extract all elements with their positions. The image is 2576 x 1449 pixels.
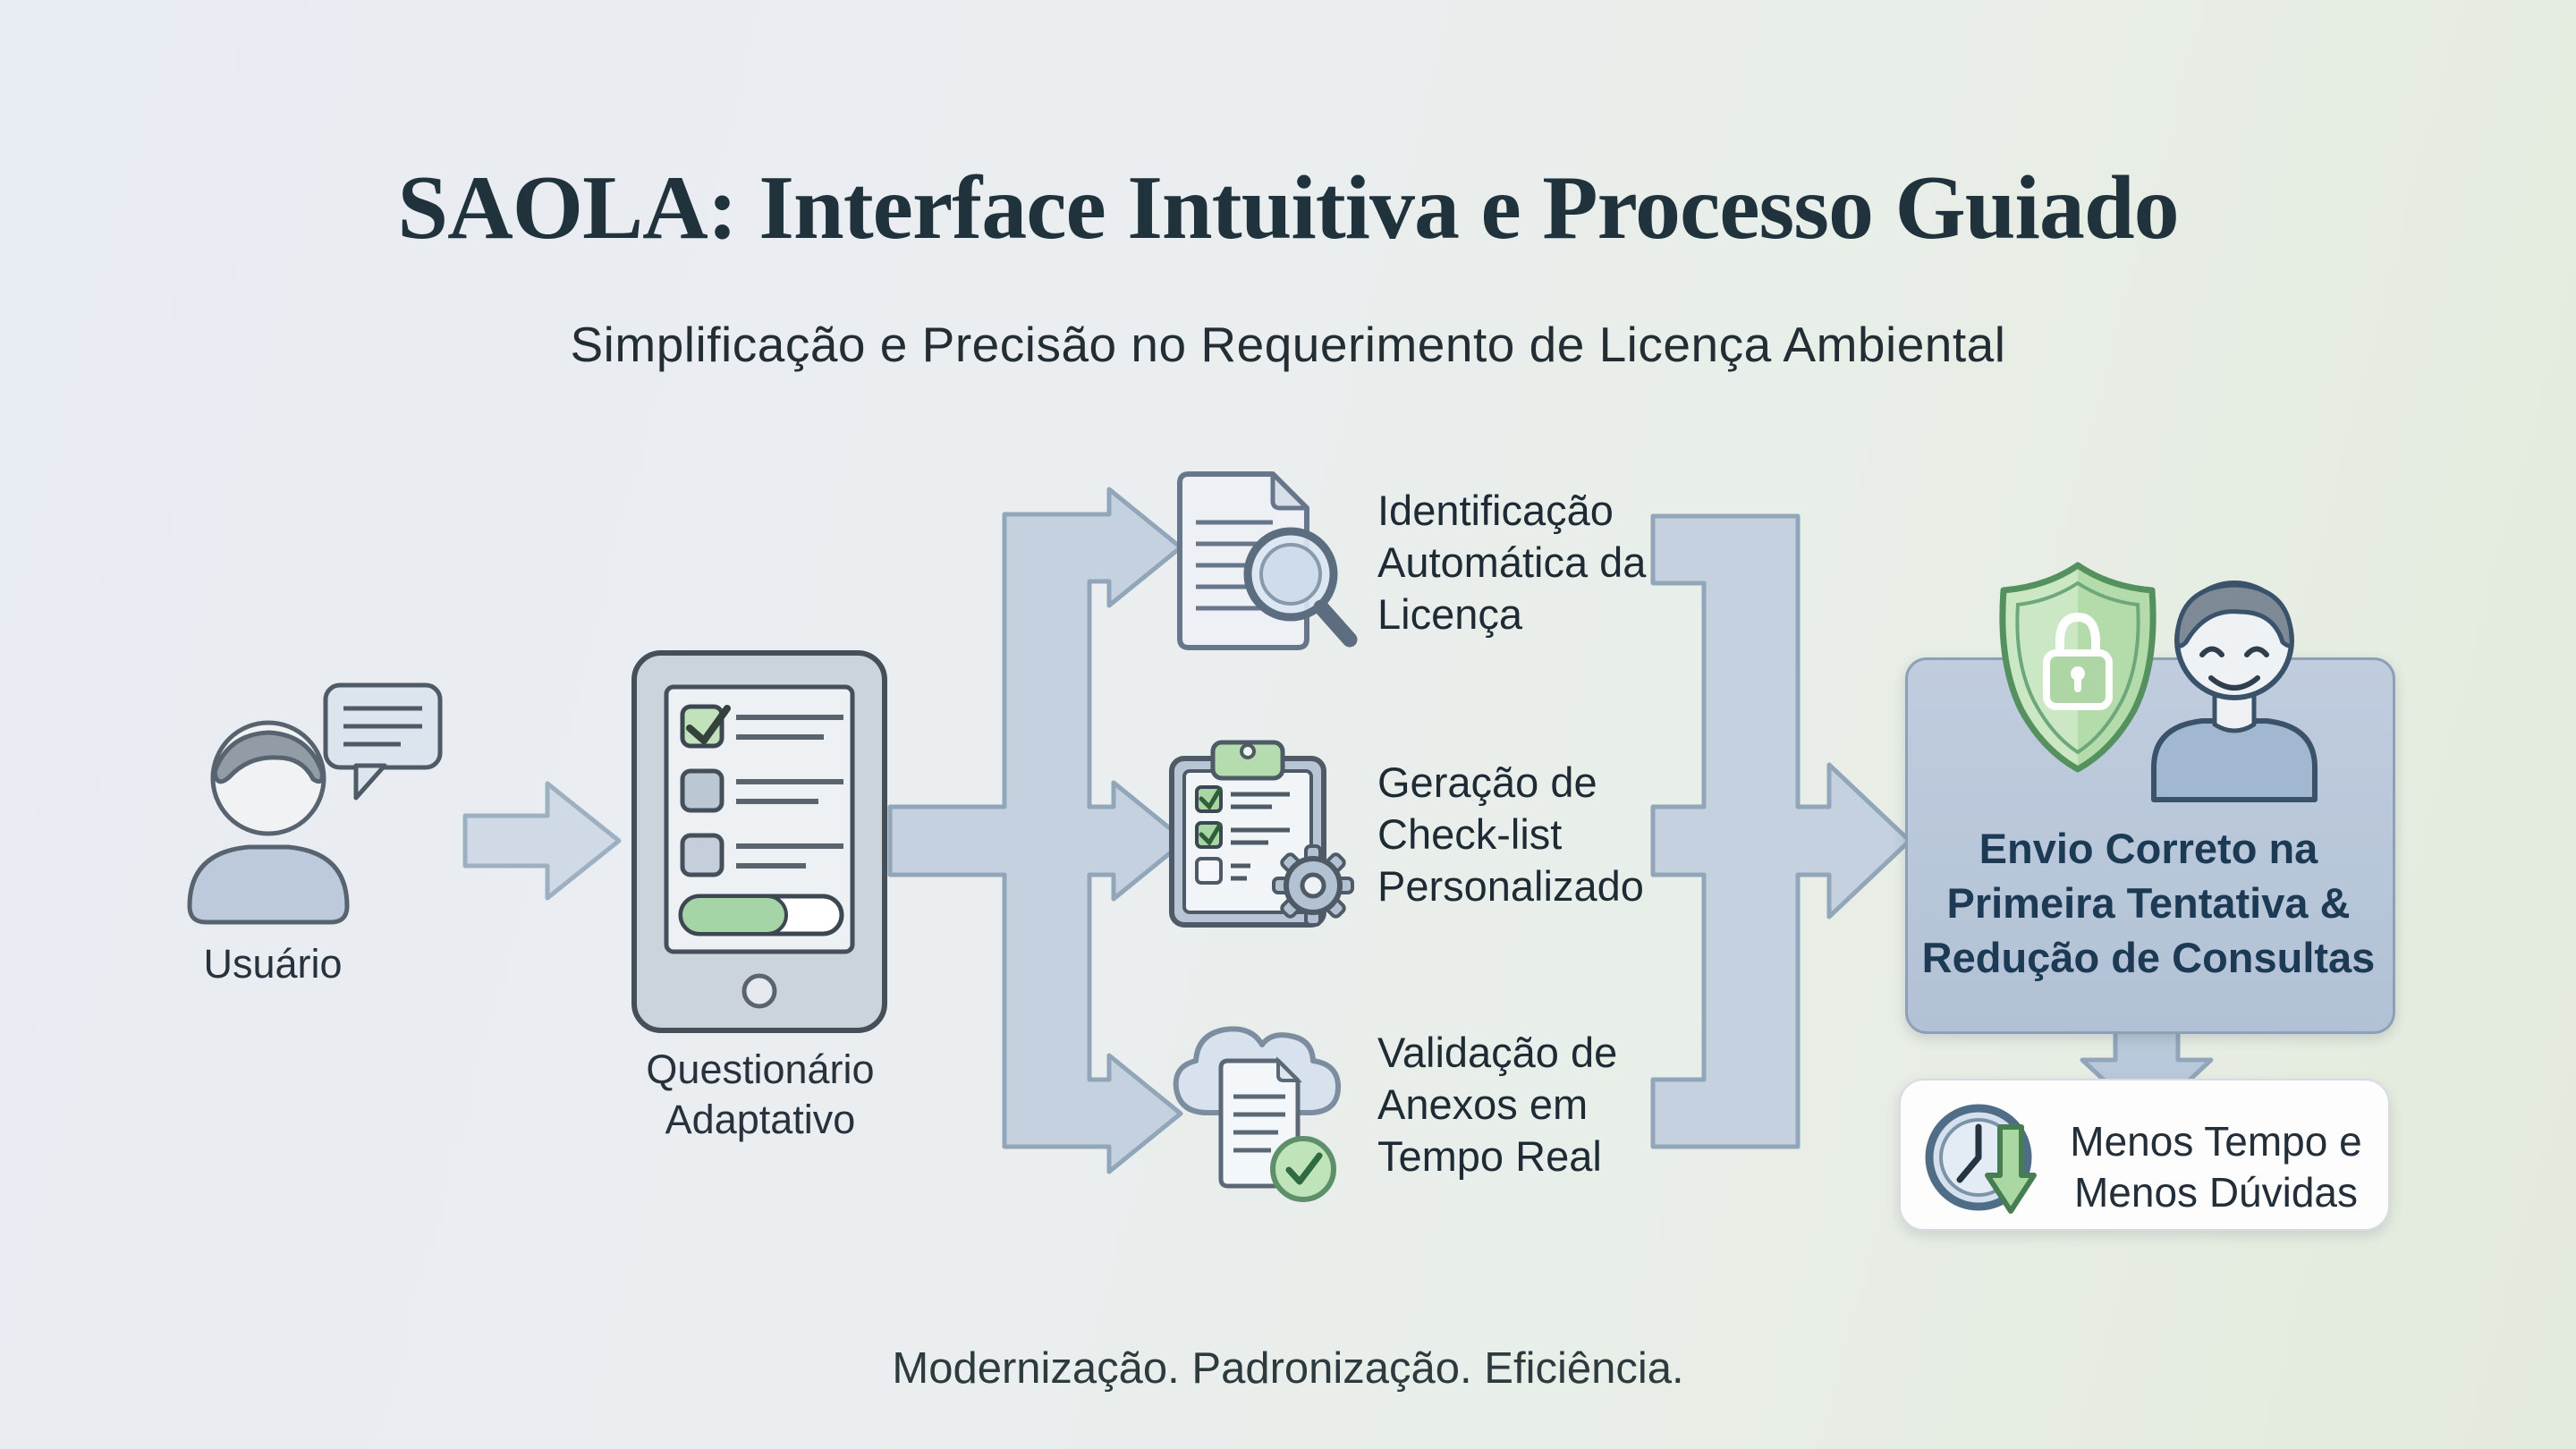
branch-1-label: Identificação Automática da Licença (1377, 485, 1646, 640)
benefit-line1: Menos Tempo e (2070, 1118, 2362, 1165)
page-subtitle: Simplificação e Precisão no Requerimento… (570, 317, 2006, 372)
branch-2-line2: Check-list (1377, 810, 1563, 858)
outcome-line2: Primeira Tentativa & (1946, 879, 2351, 927)
clock-down-arrow-icon (1925, 1104, 2037, 1214)
questionnaire-label-line1: Questionário (646, 1046, 875, 1092)
branch-1-line1: Identificação (1377, 487, 1614, 534)
happy-user-icon (2151, 580, 2318, 802)
tablet-checklist-icon (631, 650, 887, 1033)
outcome-line1: Envio Correto na (1979, 825, 2318, 872)
branch-3-line1: Validação de (1377, 1029, 1618, 1076)
user-icon (187, 720, 350, 925)
clipboard-gear-icon (1169, 740, 1354, 928)
branch-3-label: Validação de Anexos em Tempo Real (1377, 1027, 1617, 1182)
converge-connector-icon (1650, 513, 1912, 1149)
document-magnifier-icon (1177, 471, 1358, 650)
page-title: SAOLA: Interface Intuitiva e Processo Gu… (397, 157, 2179, 258)
shield-lock-icon (1999, 562, 2157, 773)
outcome-line3: Redução de Consultas (1921, 934, 2376, 981)
user-label: Usuário (203, 941, 343, 987)
outcome-label: Envio Correto na Primeira Tentativa & Re… (1916, 821, 2381, 985)
cloud-document-check-icon (1173, 1026, 1342, 1202)
questionnaire-label: Questionário Adaptativo (590, 1045, 930, 1145)
branch-3-line2: Anexos em (1377, 1080, 1589, 1128)
branch-2-line1: Geração de (1377, 758, 1597, 806)
arrow-user-to-tablet-icon (462, 781, 622, 901)
branch-1-line2: Automática da (1377, 538, 1647, 586)
speech-bubble-icon (323, 682, 443, 801)
branch-2-line3: Personalizado (1377, 862, 1644, 910)
outcome-box (1905, 657, 2395, 1034)
questionnaire-label-line2: Adaptativo (665, 1097, 856, 1142)
branch-2-label: Geração de Check-list Personalizado (1377, 757, 1644, 912)
benefit-label: Menos Tempo e Menos Dúvidas (2062, 1116, 2370, 1218)
footer-tagline: Modernização. Padronização. Eficiência. (892, 1344, 1684, 1393)
branch-1-line3: Licença (1377, 590, 1522, 638)
benefit-line2: Menos Dúvidas (2073, 1169, 2359, 1216)
branch-3-line3: Tempo Real (1377, 1132, 1602, 1180)
branch-out-connector-icon (887, 487, 1188, 1174)
